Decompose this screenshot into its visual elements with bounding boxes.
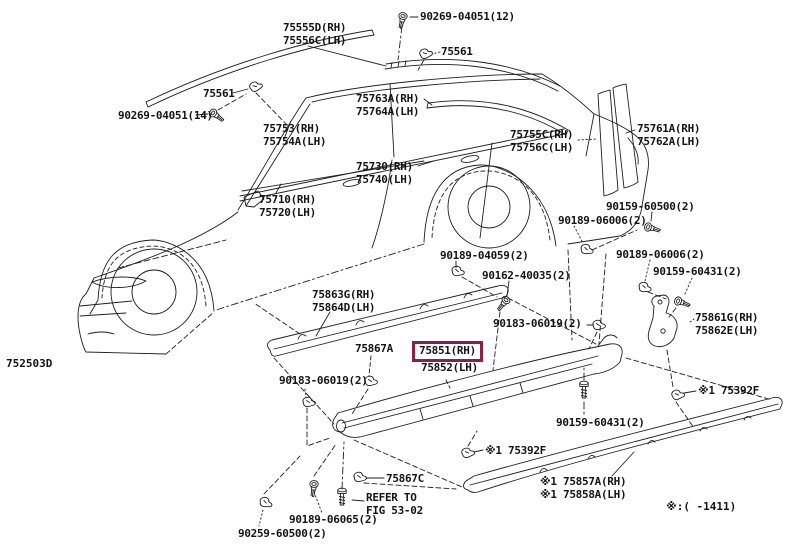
- clip-icon: [637, 281, 653, 294]
- label-75561-right[interactable]: 75561: [441, 45, 473, 58]
- clip-icon: [579, 243, 595, 256]
- label-90162-40035[interactable]: 90162-40035(2): [482, 269, 571, 282]
- label-90259-60500[interactable]: 90259-60500(2): [238, 527, 327, 540]
- mounting-bracket: [647, 294, 678, 348]
- roof-moulding-strips: [145, 29, 569, 136]
- label-90189-06006-lower[interactable]: 90189-06006(2): [616, 248, 705, 261]
- label-75710-75720[interactable]: 75710(RH) 75720(LH): [259, 193, 316, 219]
- clip-icon: [258, 495, 274, 510]
- footnote-production-period: ※:( -1411): [666, 500, 737, 513]
- clip-icon: [353, 471, 367, 483]
- clip-icon: [460, 446, 476, 459]
- rocker-moulding-main: [332, 334, 623, 438]
- label-75561-left[interactable]: 75561: [203, 87, 235, 100]
- label-90159-60500-upper[interactable]: 90159-60500(2): [606, 200, 695, 213]
- label-90269-04051-12[interactable]: 90269-04051(12): [420, 10, 515, 23]
- label-75392f-mid[interactable]: ※1 75392F: [485, 444, 546, 457]
- label-90183-06019-left[interactable]: 90183-06019(2): [279, 374, 368, 387]
- screw-icon: [672, 295, 692, 310]
- label-90183-06019-mid[interactable]: 90183-06019(2): [493, 317, 582, 330]
- figure-code: 752503D: [6, 357, 53, 370]
- label-75867a[interactable]: 75867A: [355, 342, 393, 355]
- note-refer-to-fig: REFER TO FIG 53-02: [366, 491, 423, 517]
- label-90269-04051-14[interactable]: 90269-04051(14): [118, 109, 213, 122]
- label-90159-60431-lower[interactable]: 90159-60431(2): [556, 416, 645, 429]
- label-90159-60431-upper[interactable]: 90159-60431(2): [653, 265, 742, 278]
- label-75863g-75864d[interactable]: 75863G(RH) 75864D(LH): [312, 288, 376, 314]
- clip-icon: [248, 79, 264, 94]
- label-90189-04059[interactable]: 90189-04059(2): [440, 249, 529, 262]
- clip-icon: [418, 46, 434, 60]
- bolt-icon: [579, 380, 589, 399]
- leader-lines: [195, 16, 697, 527]
- vehicle-line-art: [77, 73, 649, 355]
- clip-icon: [451, 265, 466, 277]
- bolt-icon: [337, 487, 347, 506]
- label-75761a-75762a[interactable]: 75761A(RH) 75762A(LH): [637, 122, 701, 148]
- label-75852[interactable]: 75852(LH): [421, 361, 478, 374]
- label-75555d-75556c[interactable]: 75555D(RH) 75556C(LH): [283, 21, 347, 47]
- label-75851-highlighted[interactable]: 75851(RH): [412, 341, 483, 362]
- label-90189-06065[interactable]: 90189-06065(2): [289, 513, 378, 526]
- sill-protector-strip: [463, 396, 783, 493]
- label-75763a-75764a[interactable]: 75763A(RH) 75764A(LH): [356, 92, 420, 118]
- label-90189-06006-upper[interactable]: 90189-06006(2): [558, 214, 647, 227]
- construction-lines: [217, 25, 773, 495]
- clip-icon: [592, 319, 606, 331]
- label-75867c[interactable]: 75867C: [386, 472, 424, 485]
- rocker-retainer-strip: [267, 284, 509, 357]
- label-75753-75754a[interactable]: 75753(RH) 75754A(LH): [263, 122, 327, 148]
- label-75392f-right[interactable]: ※1 75392F: [698, 384, 759, 397]
- label-75861g-75862e[interactable]: 75861G(RH) 75862E(LH): [695, 311, 759, 337]
- rear-pillar-garnish: [597, 83, 639, 197]
- label-75730-75740[interactable]: 75730(RH) 75740(LH): [356, 160, 413, 186]
- screw-icon: [308, 479, 319, 498]
- label-75755c-75756c[interactable]: 75755C(RH) 75756C(LH): [510, 128, 574, 154]
- clip-icon: [670, 388, 686, 401]
- label-75857a-75858a[interactable]: ※1 75857A(RH) ※1 75858A(LH): [540, 475, 627, 501]
